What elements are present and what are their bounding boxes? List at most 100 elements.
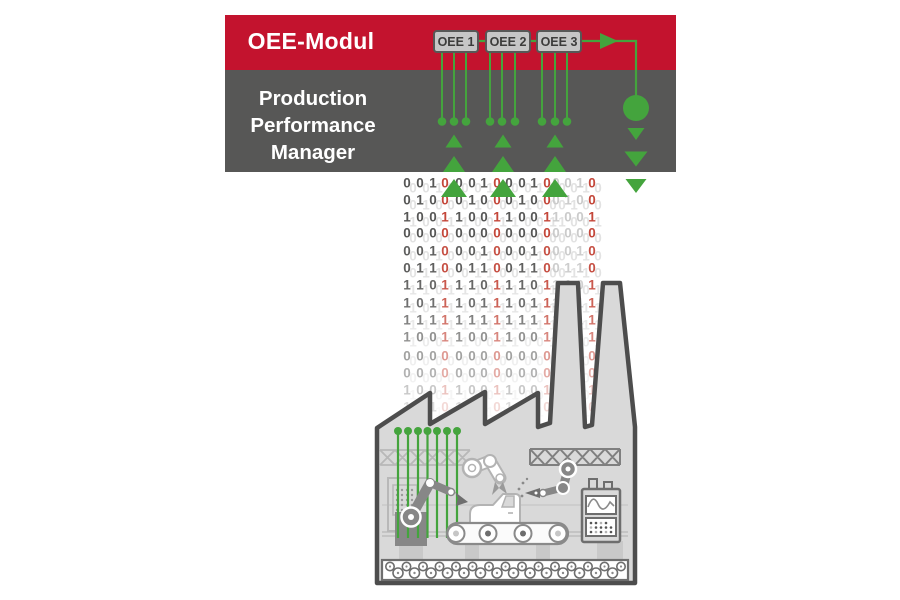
binary-digit: 1 [530,243,538,259]
binary-digit: 1 [582,317,590,333]
binary-digit: 0 [416,295,424,311]
binary-digit: 1 [409,317,417,333]
binary-digit: 0 [536,387,544,403]
binary-digit: 1 [480,243,488,259]
binary-digit: 0 [461,353,469,369]
binary-digit: 1 [511,334,519,350]
binary-digit: 1 [511,387,519,403]
binary-digit: 0 [499,370,507,386]
sparks-icon [516,477,529,503]
binary-digit: 1 [543,312,551,328]
binary-digit: 1 [480,312,488,328]
binary-digit: 1 [486,248,494,264]
binary-digit: 0 [499,248,507,264]
binary-digit: 0 [409,370,417,386]
binary-digit: 0 [558,248,566,264]
binary-digit: 0 [511,353,519,369]
binary-digit: 1 [499,282,507,298]
binary-digit: 1 [455,329,463,345]
binary-digit: 0 [518,175,526,191]
binary-digit: 1 [558,387,566,403]
binary-digit: 0 [447,230,455,246]
binary-digit: 0 [493,175,501,191]
binary-digit: 1 [409,404,417,420]
binary-digit: 0 [455,243,463,259]
binary-digit: 1 [594,214,602,230]
binary-digit: 1 [558,404,566,420]
binary-digit: 0 [518,243,526,259]
binary-digit: 1 [403,277,411,293]
binary-digit: 0 [558,265,566,281]
binary-digit: 0 [422,214,430,230]
binary-digit: 0 [518,399,526,415]
binary-digit: 1 [429,399,437,415]
binary-digit: 1 [403,329,411,345]
binary-digit: 1 [493,209,501,225]
binary-digit: 0 [505,225,513,241]
binary-digit: 0 [455,260,463,276]
binary-digit: 0 [543,192,551,208]
binary-digit: 0 [518,382,526,398]
binary-digit: 0 [582,334,590,350]
binary-digit: 0 [474,404,482,420]
binary-digit: 1 [524,197,532,213]
binary-digit: 0 [468,209,476,225]
binary-digit: 0 [582,353,590,369]
binary-digit: 0 [416,329,424,345]
binary-digit: 0 [530,277,538,293]
binary-digit: 0 [558,353,566,369]
binary-digit: 0 [543,225,551,241]
binary-digit: 0 [588,192,596,208]
binary-digit: 0 [480,192,488,208]
binary-digit: 0 [416,175,424,191]
binary-digit: 0 [564,225,572,241]
scope-screen [585,495,617,515]
binary-digit: 0 [435,370,443,386]
binary-digit: 0 [441,243,449,259]
binary-digit: 1 [403,399,411,415]
binary-digit: 1 [461,214,469,230]
binary-digit: 1 [474,282,482,298]
binary-digit: 0 [474,180,482,196]
binary-digit: 0 [499,180,507,196]
binary-digit: 0 [570,230,578,246]
binary-digit: 1 [435,404,443,420]
binary-digit: 0 [524,370,532,386]
binary-digit: 0 [549,248,557,264]
binary-digit: 0 [422,353,430,369]
binary-digit: 1 [447,300,455,316]
binary-digit: 0 [549,404,557,420]
binary-digit: 0 [536,282,544,298]
binary-digit: 1 [549,334,557,350]
binary-digit: 1 [441,312,449,328]
binary-digit: 0 [530,365,538,381]
binary-digit: 1 [549,387,557,403]
binary-digit: 0 [505,175,513,191]
binary-digit: 1 [518,312,526,328]
binary-digit: 0 [511,230,519,246]
binary-digit: 0 [576,225,584,241]
binary-digit: 1 [435,180,443,196]
binary-digit: 0 [588,225,596,241]
binary-digit: 0 [422,404,430,420]
binary-digit: 1 [468,192,476,208]
binary-digit: 0 [582,230,590,246]
binary-digit: 1 [499,317,507,333]
panel-base [597,541,623,559]
binary-digit: 0 [429,225,437,241]
sine-wave-icon [587,498,615,510]
binary-digit: 0 [474,370,482,386]
binary-digit: 0 [524,404,532,420]
binary-digit: 0 [524,230,532,246]
binary-digit: 0 [552,348,560,364]
binary-digit: 0 [468,329,476,345]
binary-digit: 1 [582,265,590,281]
binary-digit: 0 [505,348,513,364]
welding-tool-left-icon [455,492,468,506]
binary-digit: 1 [594,282,602,298]
roller-conveyor [380,558,630,582]
binary-digit: 1 [409,334,417,350]
binary-digit: 1 [505,277,513,293]
binary-digit: 1 [493,312,501,328]
binary-digit: 0 [530,329,538,345]
